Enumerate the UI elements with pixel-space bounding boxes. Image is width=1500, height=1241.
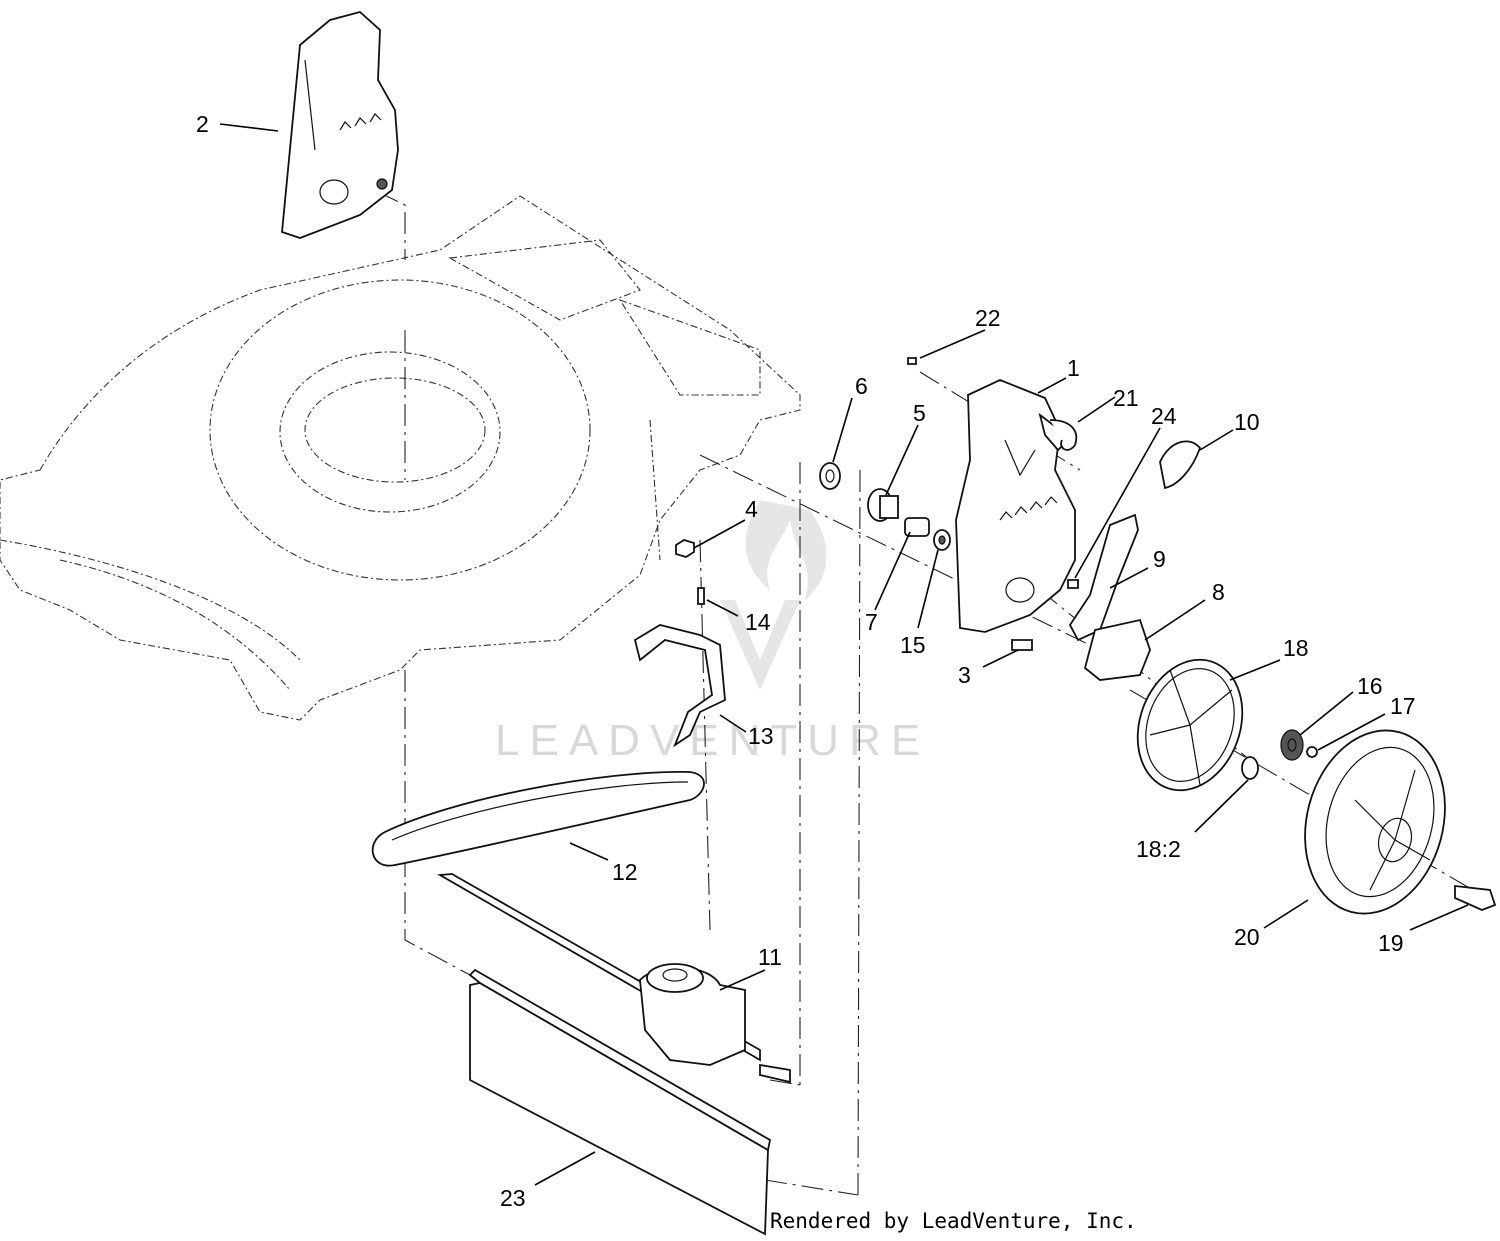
mower-deck xyxy=(0,195,801,721)
part-1-adjuster-plate xyxy=(955,379,1076,633)
callout-23: 23 xyxy=(500,1185,526,1211)
callout-13: 13 xyxy=(748,723,774,749)
part-7-spacer xyxy=(904,517,930,537)
part-10-knob xyxy=(1159,440,1202,490)
part-23-shield xyxy=(468,968,772,1236)
part-6-bushing xyxy=(819,462,841,490)
callout-14: 14 xyxy=(745,609,771,635)
part-4-nut xyxy=(675,539,695,558)
leader-lines xyxy=(219,123,1469,1186)
watermark-flame-icon xyxy=(745,500,827,600)
callout-21: 21 xyxy=(1113,385,1139,411)
callout-20: 20 xyxy=(1234,924,1260,950)
part-13-bracket xyxy=(633,624,726,748)
part-15-washer xyxy=(933,529,951,551)
part-22-screw xyxy=(907,357,917,365)
callout-3: 3 xyxy=(958,662,971,688)
part-24-screw xyxy=(1067,579,1079,589)
callout-7: 7 xyxy=(865,609,878,635)
callout-4: 4 xyxy=(745,496,758,522)
callout-24: 24 xyxy=(1151,403,1177,429)
callout-6: 6 xyxy=(855,373,868,399)
credit-text: Rendered by LeadVenture, Inc. xyxy=(770,1209,1137,1233)
callout-18: 18 xyxy=(1283,635,1309,661)
callout-11: 11 xyxy=(758,944,782,970)
part-8-bracket-plate xyxy=(1083,618,1151,681)
part-19-axle-bolt xyxy=(1454,884,1497,911)
callout-15: 15 xyxy=(900,632,926,658)
watermark-v-icon xyxy=(720,600,800,690)
callout-22: 22 xyxy=(975,305,1001,331)
part-9-lever-arm xyxy=(1068,513,1139,642)
callout-10: 10 xyxy=(1234,409,1260,435)
callout-17: 17 xyxy=(1390,693,1416,719)
part-14-screw xyxy=(697,587,705,605)
watermark-text: LEADVENTURE xyxy=(495,716,930,765)
part-21-hook xyxy=(1049,419,1078,451)
watermark: LEADVENTURE xyxy=(495,500,930,765)
callouts: 2 1 22 6 5 21 24 10 4 9 8 14 7 15 18 3 1… xyxy=(196,111,1416,1211)
callout-5: 5 xyxy=(913,400,926,426)
part-18b-washer xyxy=(1241,756,1259,780)
part-17-clip xyxy=(1306,746,1318,758)
callout-19: 19 xyxy=(1378,930,1404,956)
part-12-belt xyxy=(371,771,705,867)
part-2-side-plate xyxy=(281,11,399,239)
part-16-gear xyxy=(1280,729,1304,761)
part-3-bolt xyxy=(1011,639,1033,651)
part-11-transmission xyxy=(437,873,791,1084)
part-20-wheel xyxy=(1304,729,1446,915)
callout-12: 12 xyxy=(612,859,638,885)
callout-16: 16 xyxy=(1357,673,1383,699)
part-5-spindle xyxy=(867,488,899,522)
callout-2: 2 xyxy=(196,111,209,137)
callout-1: 1 xyxy=(1067,355,1080,381)
part-18-hubcap xyxy=(1136,658,1244,792)
callout-18b: 18:2 xyxy=(1136,836,1181,862)
callout-9: 9 xyxy=(1153,546,1166,572)
callout-8: 8 xyxy=(1212,579,1225,605)
